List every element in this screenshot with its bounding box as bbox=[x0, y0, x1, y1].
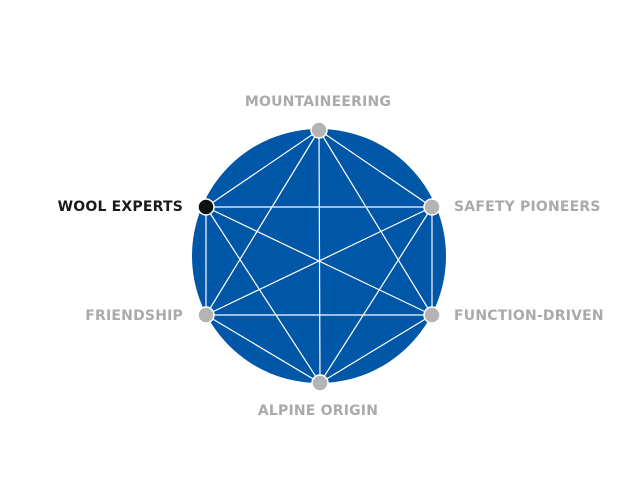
node-alpine-origin[interactable] bbox=[311, 374, 329, 392]
label-safety-pioneers[interactable]: SAFETY PIONEERS bbox=[454, 199, 601, 215]
node-friendship[interactable] bbox=[197, 306, 215, 324]
node-safety-pioneers[interactable] bbox=[423, 198, 441, 216]
label-friendship[interactable]: FRIENDSHIP bbox=[85, 308, 183, 324]
edge-function-driven-alpine-origin bbox=[319, 314, 433, 384]
edge-function-driven-wool-experts bbox=[205, 206, 433, 316]
edge-mountaineering-function-driven bbox=[318, 129, 433, 316]
edge-alpine-origin-friendship bbox=[205, 314, 321, 384]
label-wool-experts[interactable]: WOOL EXPERTS bbox=[57, 199, 183, 215]
label-mountaineering[interactable]: MOUNTAINEERING bbox=[244, 94, 392, 110]
node-function-driven[interactable] bbox=[423, 306, 441, 324]
node-wool-experts[interactable] bbox=[197, 198, 215, 216]
edge-alpine-origin-wool-experts bbox=[205, 206, 321, 384]
edge-safety-pioneers-alpine-origin bbox=[319, 206, 433, 384]
label-alpine-origin[interactable]: ALPINE ORIGIN bbox=[257, 403, 379, 419]
edge-mountaineering-alpine-origin bbox=[318, 129, 321, 384]
edge-mountaineering-wool-experts bbox=[205, 129, 320, 208]
edge-mountaineering-safety-pioneers bbox=[318, 129, 433, 208]
label-function-driven[interactable]: FUNCTION-DRIVEN bbox=[454, 308, 604, 324]
edge-mountaineering-friendship bbox=[205, 129, 320, 316]
connection-lines bbox=[205, 129, 433, 384]
node-mountaineering[interactable] bbox=[310, 121, 328, 139]
node-dots bbox=[197, 121, 441, 392]
